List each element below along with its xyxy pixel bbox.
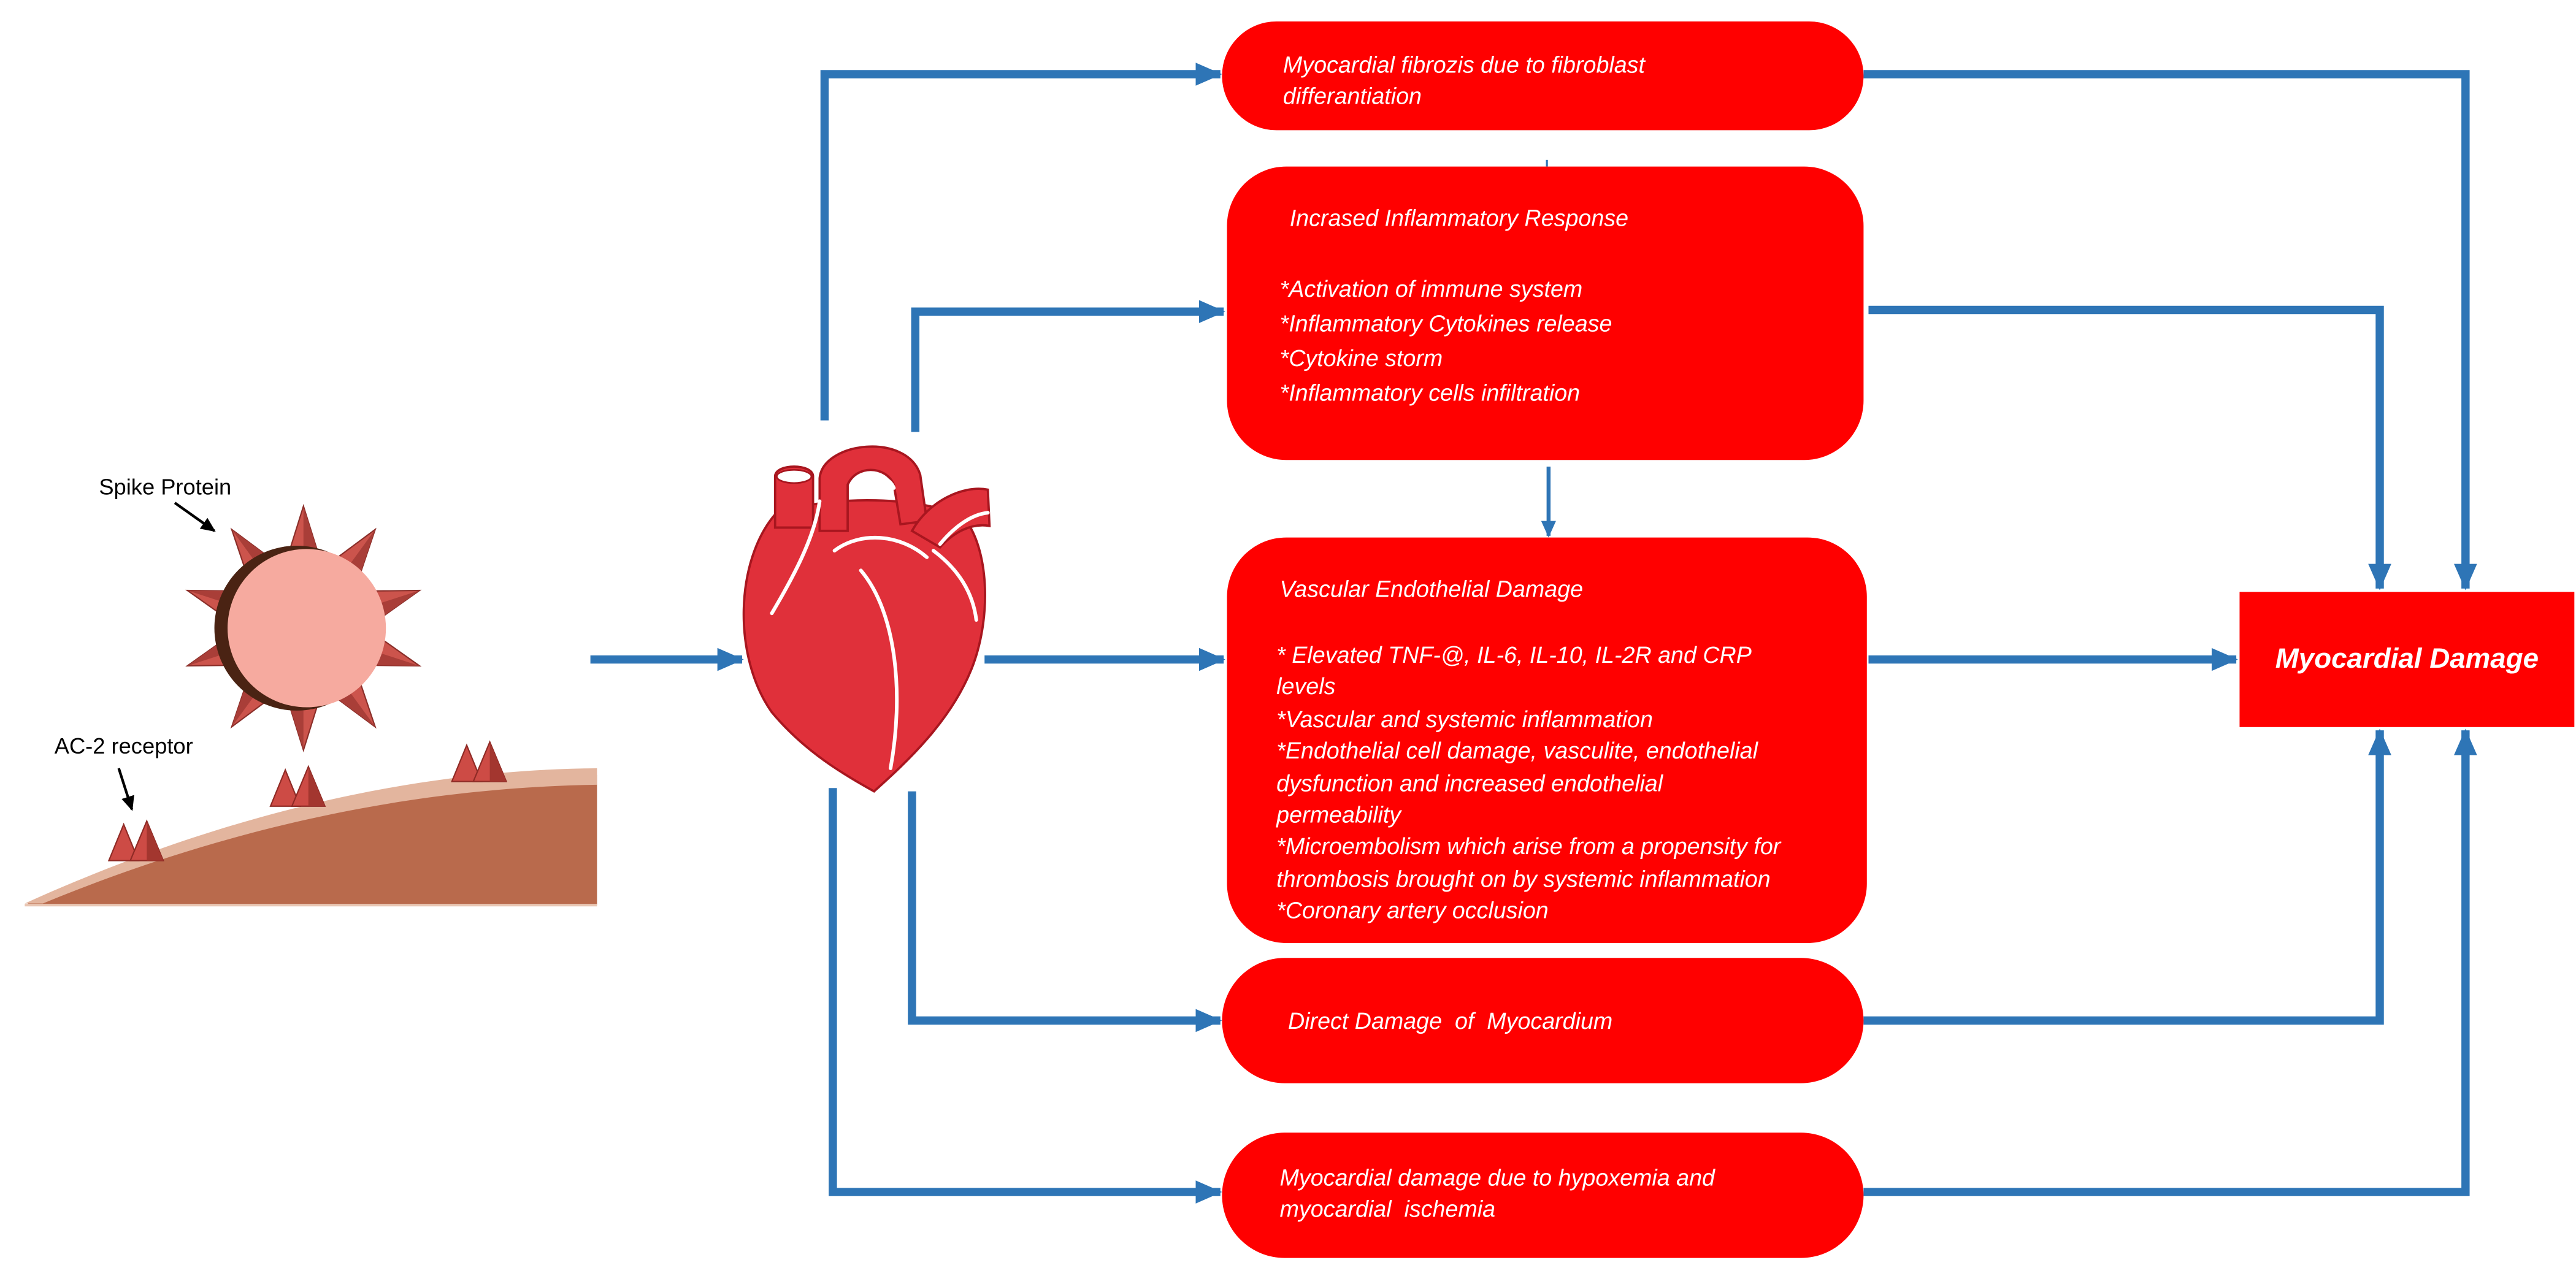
arrow-fibrosis-to-outcome xyxy=(1863,70,2477,590)
receptor xyxy=(451,740,508,782)
vascular-list: * Elevated TNF-@, IL-6, IL-10, IL-2R and… xyxy=(1276,640,1791,928)
vena-cava-opening xyxy=(776,468,813,484)
list-item: *Coronary artery occlusion xyxy=(1276,897,1549,924)
hypoxemia-box: Myocardial damage due to hypoxemia and m… xyxy=(1222,1132,1864,1258)
list-item: *Endothelial cell damage, vasculite, end… xyxy=(1276,737,1758,828)
hypoxemia-text: Myocardial damage due to hypoxemia and m… xyxy=(1280,1163,1715,1225)
flow-arrows xyxy=(590,63,2477,1204)
hypoxemia-line: Myocardial damage due to hypoxemia and xyxy=(1279,1164,1715,1191)
receptor xyxy=(269,765,326,807)
list-item: * Elevated TNF-@, IL-6, IL-10, IL-2R and… xyxy=(1276,641,1751,700)
hypoxemia-line: myocardial ischemia xyxy=(1279,1195,1496,1222)
spike xyxy=(286,503,321,560)
list-item: *Inflammatory Cytokines release xyxy=(1279,310,1612,337)
direct-damage-box: Direct Damage of Myocardium xyxy=(1222,958,1864,1083)
arrow-heart-to-inflammatory xyxy=(911,300,1225,432)
arrow-heart-to-fibrosis xyxy=(820,63,1222,421)
cell-membrane xyxy=(25,768,597,907)
arrow-hypoxemia-to-outcome xyxy=(1863,728,2477,1196)
fibrosis-line: differantiation xyxy=(1282,82,1422,109)
fibrosis-line: Myocardial fibrozis due to fibroblast xyxy=(1282,51,1645,78)
spike-label-pointer xyxy=(174,502,216,532)
arrow-heart-to-direct-damage xyxy=(908,791,1222,1033)
heart-contour xyxy=(849,473,896,490)
heart-contour xyxy=(931,549,978,622)
arrow-inflammatory-to-outcome xyxy=(1868,305,2391,590)
heart-body xyxy=(742,499,986,793)
list-item: *Vascular and systemic inflammation xyxy=(1276,705,1653,732)
ace2-receptors xyxy=(107,740,508,861)
list-item: *Cytokine storm xyxy=(1279,344,1443,371)
list-item: *Microembolism which arise from a propen… xyxy=(1276,833,1781,892)
fibrosis-text: Myocardial fibrozis due to fibroblast di… xyxy=(1283,50,1645,112)
ace2-receptor-label: AC-2 receptor xyxy=(54,733,193,758)
inflammatory-response-box: Incrased Inflammatory Response *Activati… xyxy=(1227,166,1864,460)
heart-illustration xyxy=(742,445,991,793)
membrane-surface xyxy=(25,768,597,904)
direct-damage-text: Direct Damage of Myocardium xyxy=(1287,1007,1613,1034)
arrow-heart-to-hypoxemia xyxy=(829,788,1222,1204)
pulmonary-artery xyxy=(910,487,991,549)
membrane-body xyxy=(25,774,597,906)
virus-particle xyxy=(185,503,422,753)
receptor-label-pointer xyxy=(117,768,134,811)
receptor xyxy=(107,819,164,861)
aortic-arch xyxy=(818,445,929,532)
spike-protein-label: Spike Protein xyxy=(99,475,232,500)
heart-contour xyxy=(859,568,899,770)
virus-body xyxy=(228,549,386,708)
list-item: *Activation of immune system xyxy=(1279,275,1583,302)
outcome-text: Myocardial Damage xyxy=(2275,643,2539,674)
inflammatory-list: *Activation of immune system *Inflammato… xyxy=(1280,272,1612,411)
vascular-title: Vascular Endothelial Damage xyxy=(1279,575,1584,602)
arrow-direct-damage-to-outcome xyxy=(1863,728,2391,1025)
heart-contour xyxy=(832,535,929,559)
fibrosis-box: Myocardial fibrozis due to fibroblast di… xyxy=(1222,21,1864,131)
heart-contour xyxy=(770,499,822,616)
inflammatory-title: Incrased Inflammatory Response xyxy=(1289,204,1629,231)
list-item: *Inflammatory cells infiltration xyxy=(1279,379,1581,406)
myocardial-damage-outcome-box: Myocardial Damage xyxy=(2239,592,2575,727)
heart-contour xyxy=(938,511,990,546)
vascular-damage-box: Vascular Endothelial Damage * Elevated T… xyxy=(1227,537,1867,944)
